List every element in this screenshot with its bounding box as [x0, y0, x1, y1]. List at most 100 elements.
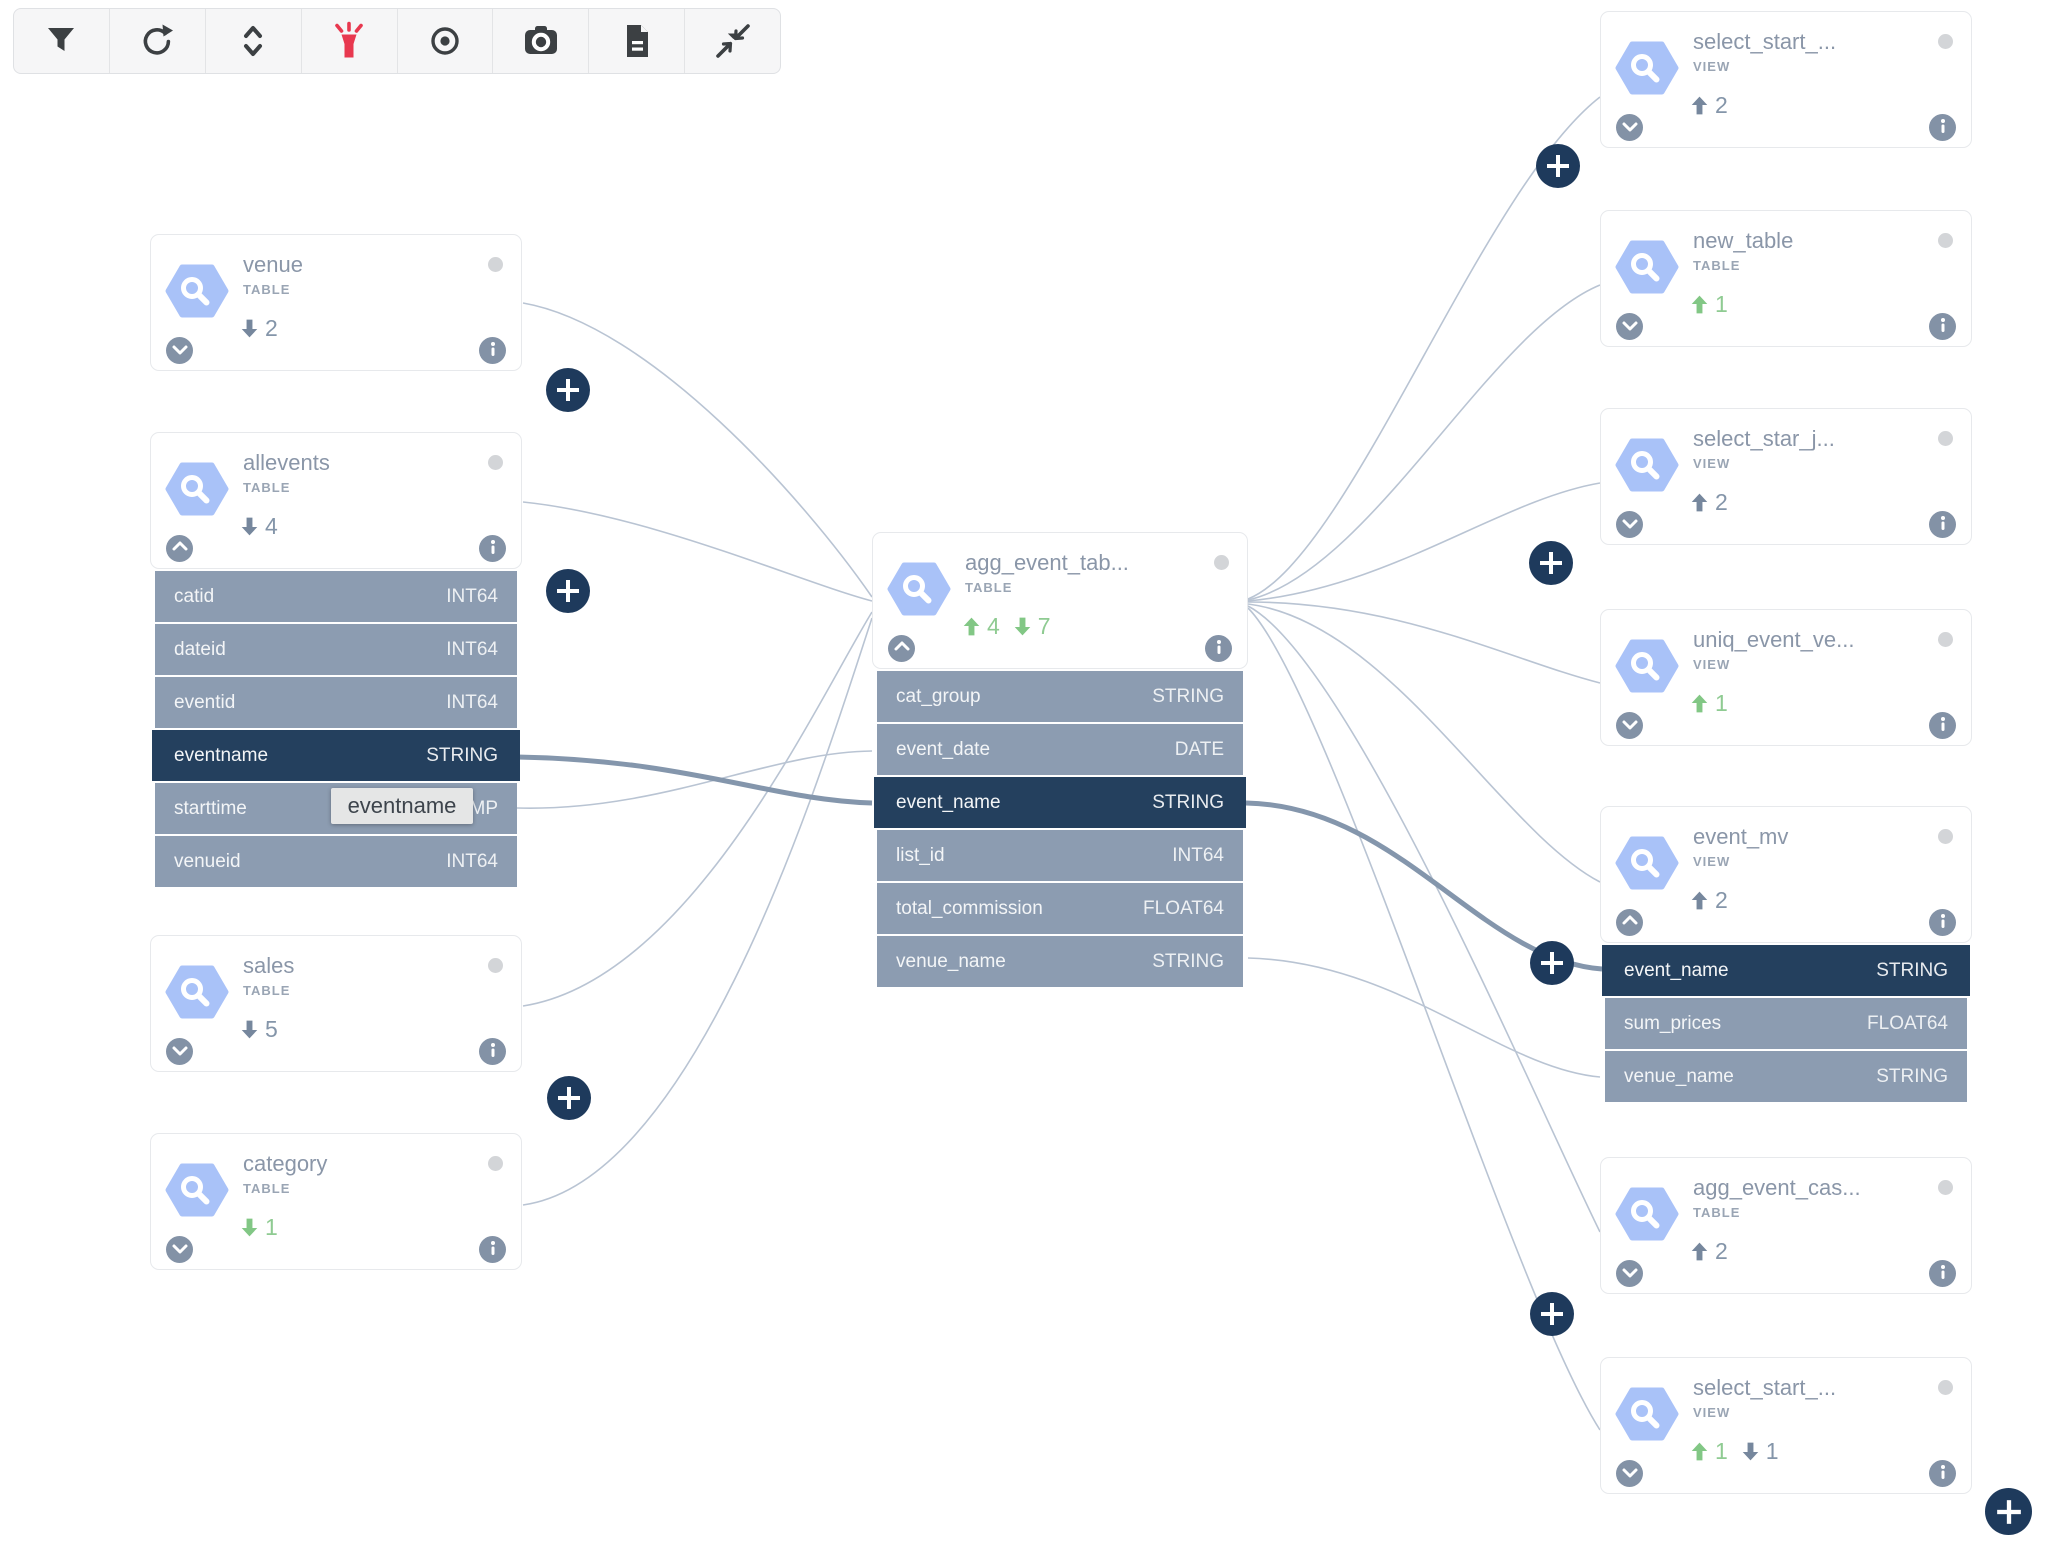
expand-button[interactable]	[1616, 1460, 1643, 1487]
collapse-inward-button[interactable]	[685, 9, 780, 73]
plus-button[interactable]	[1985, 1488, 2032, 1535]
node-card[interactable]: agg_event_tab... TABLE 4 7	[872, 532, 1248, 669]
info-button[interactable]	[1929, 313, 1956, 340]
edge-venue-name-to-venue-name	[1247, 957, 1601, 1078]
node-new-table[interactable]: new_table TABLE 1	[1600, 210, 1972, 347]
info-button[interactable]	[479, 1236, 506, 1263]
expand-button[interactable]	[166, 1236, 193, 1263]
info-button[interactable]	[1929, 511, 1956, 538]
plus-button[interactable]	[546, 368, 590, 412]
plus-button[interactable]	[546, 569, 590, 613]
refresh-button[interactable]	[110, 9, 206, 73]
node-card[interactable]: event_mv VIEW 2	[1600, 806, 1972, 943]
flashlight-button[interactable]	[302, 9, 398, 73]
edge-venue-to-agg	[522, 302, 873, 598]
info-button[interactable]	[1929, 114, 1956, 141]
tooltip: eventname	[331, 788, 473, 824]
plus-button[interactable]	[1530, 1292, 1574, 1336]
chevron-down-icon	[1617, 312, 1643, 341]
status-dot	[1214, 555, 1229, 570]
plus-button[interactable]	[1530, 941, 1574, 985]
node-card[interactable]: category TABLE 1	[150, 1133, 522, 1270]
info-button[interactable]	[479, 337, 506, 364]
node-card[interactable]: venue TABLE 2	[150, 234, 522, 371]
info-icon	[480, 534, 506, 563]
camera-button[interactable]	[493, 9, 590, 73]
node-type-label: VIEW	[1693, 1405, 1731, 1420]
node-card[interactable]: new_table TABLE 1	[1600, 210, 1972, 347]
node-card[interactable]: sales TABLE 5	[150, 935, 522, 1072]
record-button[interactable]	[398, 9, 494, 73]
collapse-button[interactable]	[1616, 909, 1643, 936]
node-card[interactable]: select_start_... VIEW 2	[1600, 11, 1972, 148]
bigquery-icon	[1615, 239, 1679, 295]
plus-button[interactable]	[1529, 541, 1573, 585]
node-agg-event-cas[interactable]: agg_event_cas... TABLE 2	[1600, 1157, 1972, 1294]
document-button[interactable]	[589, 9, 686, 73]
expand-button[interactable]	[1616, 712, 1643, 739]
info-icon	[1930, 113, 1956, 142]
collapse-button[interactable]	[888, 635, 915, 662]
node-select-star-j[interactable]: select_star_j... VIEW 2	[1600, 408, 1972, 545]
expand-button[interactable]	[1616, 313, 1643, 340]
expand-vertical-button[interactable]	[206, 9, 302, 73]
expand-button[interactable]	[1616, 114, 1643, 141]
info-button[interactable]	[1929, 1460, 1956, 1487]
plus-button[interactable]	[1536, 144, 1580, 188]
node-card[interactable]: allevents TABLE 4	[150, 432, 522, 569]
node-venue[interactable]: venue TABLE 2	[150, 234, 522, 371]
node-card[interactable]: select_start_... VIEW 1 1	[1600, 1357, 1972, 1494]
expand-button[interactable]	[1616, 1260, 1643, 1287]
node-title: agg_event_tab...	[965, 550, 1129, 575]
node-sales[interactable]: sales TABLE 5	[150, 935, 522, 1072]
info-icon	[1930, 312, 1956, 341]
node-card[interactable]: uniq_event_ve... VIEW 1	[1600, 609, 1972, 746]
node-select-start-bottom[interactable]: select_start_... VIEW 1 1	[1600, 1357, 1972, 1494]
node-category[interactable]: category TABLE 1	[150, 1133, 522, 1270]
status-dot	[1938, 632, 1953, 647]
info-button[interactable]	[1929, 1260, 1956, 1287]
edge-agg-to-event-mv	[1247, 603, 1601, 883]
info-button[interactable]	[479, 1038, 506, 1065]
bigquery-icon	[1615, 40, 1679, 96]
node-title: select_start_...	[1693, 1375, 1837, 1400]
node-card[interactable]: agg_event_cas... TABLE 2	[1600, 1157, 1972, 1294]
node-card[interactable]: select_star_j... VIEW 2	[1600, 408, 1972, 545]
filter-button[interactable]	[14, 9, 110, 73]
node-select-start-top[interactable]: select_start_... VIEW 2	[1600, 11, 1972, 148]
info-button[interactable]	[479, 535, 506, 562]
expand-button[interactable]	[166, 337, 193, 364]
node-uniq-event-ve[interactable]: uniq_event_ve... VIEW 1	[1600, 609, 1972, 746]
upstream-count: 1	[1691, 291, 1728, 318]
expand-vertical-icon	[233, 21, 273, 61]
collapse-button[interactable]	[166, 535, 193, 562]
chevron-down-icon	[1617, 1459, 1643, 1488]
plus-button[interactable]	[547, 1076, 591, 1120]
info-button[interactable]	[1929, 909, 1956, 936]
expand-button[interactable]	[166, 1038, 193, 1065]
info-button[interactable]	[1929, 712, 1956, 739]
bigquery-icon	[165, 461, 229, 517]
expand-button[interactable]	[1616, 511, 1643, 538]
info-button[interactable]	[1205, 635, 1232, 662]
